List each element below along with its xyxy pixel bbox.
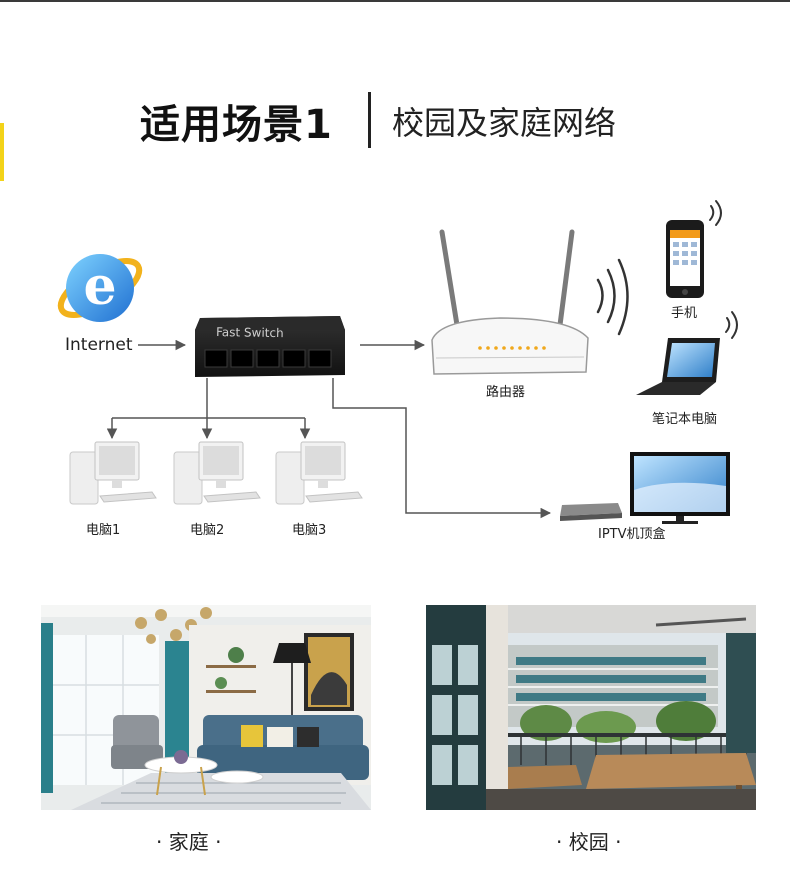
iptv-label: IPTV机顶盒 (598, 526, 666, 542)
tv-device (630, 452, 730, 524)
internet-icon: e (57, 254, 143, 322)
switch-label: Fast Switch (216, 325, 284, 340)
phone-label: 手机 (671, 306, 697, 321)
home-photo (41, 605, 371, 810)
laptop-label: 笔记本电脑 (652, 411, 717, 427)
campus-caption: · 校园 · (556, 830, 622, 854)
pc-1-device (69, 441, 157, 505)
pc-3-label: 电脑3 (292, 523, 326, 538)
pc-1-label: 电脑1 (86, 523, 120, 538)
home-caption: · 家庭 · (156, 830, 222, 854)
pc-2-label: 电脑2 (190, 523, 224, 538)
switch-device (195, 316, 345, 377)
accent-bar (0, 123, 4, 181)
router-device (431, 229, 589, 375)
campus-photo (426, 605, 756, 810)
phone-device (666, 220, 704, 298)
router-label: 路由器 (486, 384, 525, 400)
page-title: 适用场景1 (140, 102, 333, 148)
internet-label: Internet (65, 335, 133, 355)
svg-text:e: e (83, 256, 116, 317)
page-subtitle: 校园及家庭网络 (392, 104, 617, 142)
top-divider (0, 0, 790, 2)
laptop-device (636, 338, 720, 395)
pc-2-device (173, 441, 261, 505)
phone-wifi-icon (709, 200, 722, 226)
wifi-signal-icon (596, 258, 629, 336)
laptop-wifi-icon (725, 311, 738, 339)
set-top-box-device (560, 503, 622, 521)
title-separator (368, 92, 371, 148)
pc-3-device (275, 441, 363, 505)
network-diagram: e Internet Fast Switch 路由器 (57, 200, 738, 542)
